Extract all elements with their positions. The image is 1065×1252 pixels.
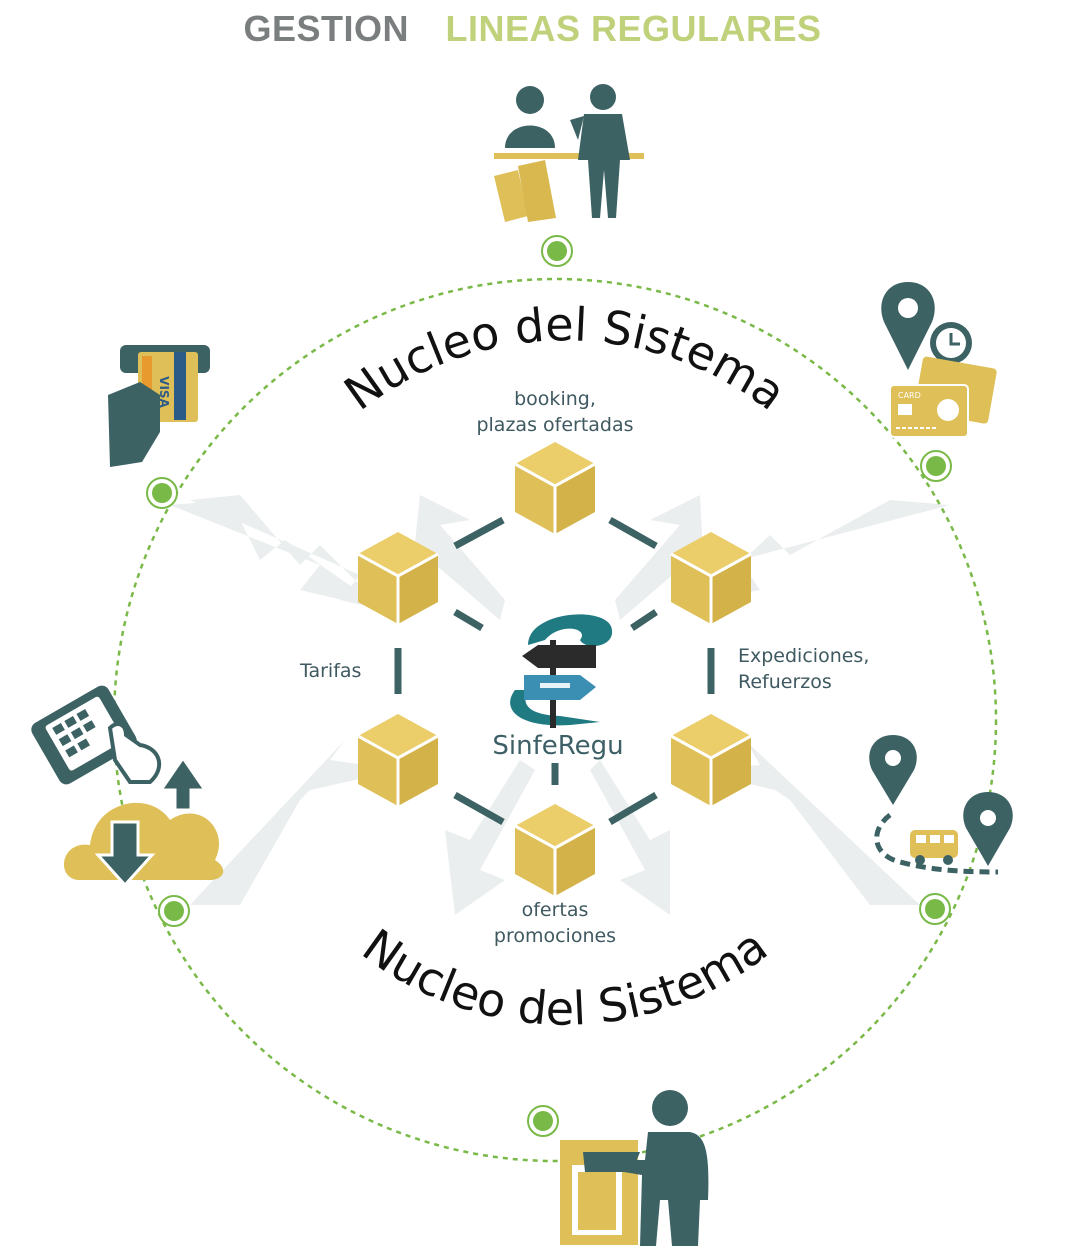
- outer-ring: [112, 277, 998, 1163]
- label-booking: booking, plazas ofertadas: [440, 386, 670, 438]
- label-expediciones: Expediciones, Refuerzos: [738, 643, 869, 695]
- page-title: GESTION LINEAS REGULARES: [0, 8, 1065, 50]
- ring-node-top: [541, 235, 573, 267]
- label-ofertas-line1: ofertas: [521, 899, 589, 921]
- sinferegu-logo-icon: [510, 614, 613, 728]
- label-ofertas: ofertas promociones: [440, 897, 670, 949]
- label-tarifas: Tarifas: [300, 660, 362, 682]
- mobile-cloud-icon: [31, 685, 224, 888]
- svg-text:VISA: VISA: [157, 376, 171, 408]
- label-expediciones-line1: Expediciones,: [738, 645, 870, 667]
- ticket-office-icon: [494, 84, 644, 222]
- ring-node-top-right: [920, 450, 952, 482]
- route-bus-icon: [869, 735, 1013, 875]
- cube-bottom: [513, 802, 597, 898]
- ring-nodes: [146, 235, 952, 1137]
- ring-node-top-left: [146, 477, 178, 509]
- svg-text:CARD: CARD: [898, 391, 921, 400]
- label-booking-line1: booking,: [514, 388, 596, 410]
- cube-bottom-right: [669, 712, 753, 808]
- location-card-icon: CARD: [881, 282, 997, 438]
- title-lineas-regulares: LINEAS REGULARES: [445, 8, 822, 49]
- kiosk-user-icon: [560, 1090, 709, 1246]
- label-expediciones-line2: Refuerzos: [738, 671, 832, 693]
- label-booking-line2: plazas ofertadas: [476, 414, 634, 436]
- hex-connectors: [394, 516, 715, 826]
- center-label: SinfeRegu: [492, 731, 623, 761]
- ring-node-bottom-right: [919, 893, 951, 925]
- cube-bottom-left: [356, 712, 440, 808]
- label-ofertas-line2: promociones: [493, 925, 617, 947]
- cube-top: [513, 440, 597, 536]
- title-gestion: GESTION: [243, 8, 409, 49]
- card-payment-icon: VISA: [108, 345, 210, 467]
- ring-node-bottom-left: [158, 895, 190, 927]
- ring-node-bottom: [527, 1105, 559, 1137]
